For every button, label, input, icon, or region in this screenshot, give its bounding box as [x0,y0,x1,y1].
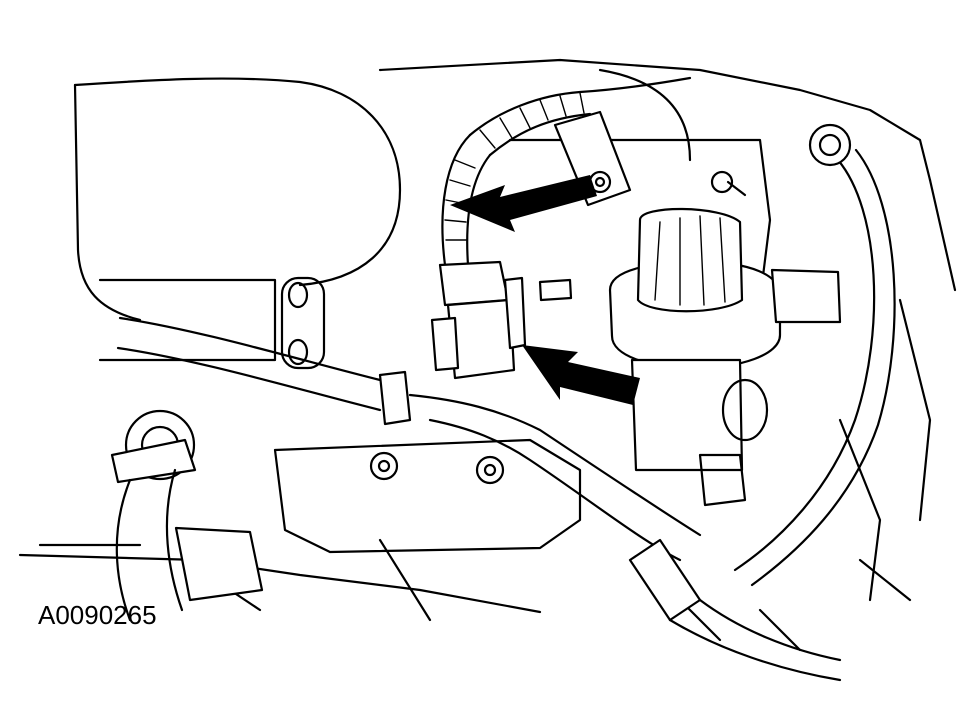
lower-arrow [522,345,640,405]
upper-arrow [450,175,597,232]
valve-assembly [608,207,842,507]
figure-id-label: A0090265 [38,600,157,630]
right-hose [733,123,896,587]
mounting-plate [273,276,582,554]
left-hose-clamp [110,409,264,622]
stud-bolt [710,170,747,197]
electrical-connector [430,260,573,380]
engine-outline [18,58,957,652]
diagonal-hose [116,316,842,682]
wiring-harness [441,76,692,267]
